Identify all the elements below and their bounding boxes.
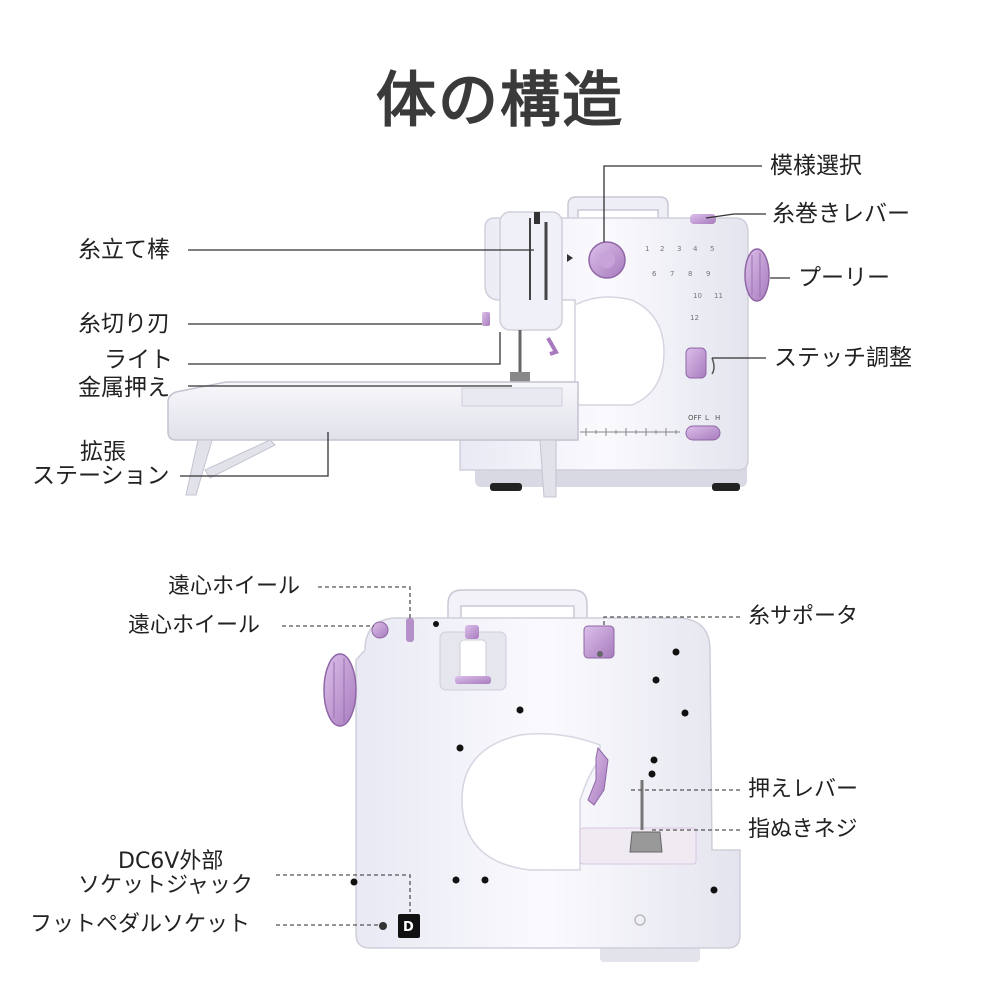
metal-presser-foot	[510, 372, 530, 382]
label-dc-socket-line2: ソケットジャック	[78, 873, 253, 898]
speed-off-mark: OFF	[688, 414, 702, 422]
presser-lever[interactable]	[587, 746, 609, 806]
svg-text:9: 9	[706, 270, 710, 278]
speed-low-mark: L	[705, 414, 709, 422]
arm-opening	[574, 296, 665, 406]
hand-wheel[interactable]	[323, 653, 357, 727]
label-flywheel-1: 遠心ホイール	[168, 574, 301, 599]
svg-text:11: 11	[714, 292, 723, 300]
label-thread-support: 糸サポータ	[748, 604, 859, 629]
svg-text:D: D	[403, 920, 414, 935]
thread-cutter	[482, 312, 490, 326]
label-spool-pin: 糸立て棒	[78, 237, 170, 263]
top-leader-lines	[180, 165, 790, 477]
svg-text:10: 10	[693, 292, 702, 300]
label-pulley: プーリー	[798, 265, 890, 291]
thread-spool	[459, 639, 487, 681]
label-extension-line2: ステーション	[32, 463, 170, 489]
svg-text:7: 7	[670, 270, 674, 278]
label-presser-foot: 金属押え	[78, 375, 170, 401]
bobbin-winder-pin[interactable]	[371, 621, 389, 639]
label-bobbin-lever: 糸巻きレバー	[772, 201, 910, 227]
svg-text:12: 12	[690, 314, 699, 322]
dc-socket-icon	[398, 914, 420, 938]
spool-pin-back	[406, 618, 414, 642]
label-stitch-adjust: ステッチ調整	[774, 345, 912, 371]
stitch-adjust-slider[interactable]	[685, 347, 707, 379]
table-leg-right	[539, 439, 557, 498]
bobbin-winder-lever[interactable]	[690, 214, 716, 224]
page-title: 体の構造	[376, 66, 624, 136]
label-foot-pedal-socket: フットペダルソケット	[30, 912, 251, 937]
speed-switch[interactable]	[685, 425, 721, 441]
label-flywheel-2: 遠心ホイール	[128, 613, 261, 638]
bottom-leader-lines	[276, 586, 740, 926]
svg-text:6: 6	[652, 270, 657, 278]
foot-pedal-socket	[379, 922, 387, 930]
svg-text:4: 4	[693, 245, 698, 253]
presser-foot-back	[629, 831, 663, 853]
svg-text:5: 5	[710, 245, 714, 253]
label-thimble-screw: 指ぬきネジ	[748, 817, 858, 842]
label-presser-lever: 押えレバー	[748, 777, 859, 802]
bottom-sewing-machine: D	[323, 589, 741, 962]
pulley-wheel[interactable]	[744, 248, 770, 302]
label-extension-line1: 拡張	[80, 439, 126, 465]
label-pattern-select: 模様選択	[770, 153, 862, 179]
svg-text:2: 2	[660, 245, 664, 253]
label-dc-socket-line1: DC6V外部	[118, 849, 224, 874]
table-leg-left	[185, 439, 213, 496]
thread-support	[583, 625, 615, 659]
arm-opening-back	[461, 733, 601, 871]
svg-text:3: 3	[677, 245, 681, 253]
speed-high-mark: H	[715, 414, 720, 422]
label-thread-cutter: 糸切り刃	[78, 311, 170, 337]
svg-text:1: 1	[645, 245, 649, 253]
label-light: ライト	[104, 347, 173, 373]
svg-text:8: 8	[688, 270, 692, 278]
